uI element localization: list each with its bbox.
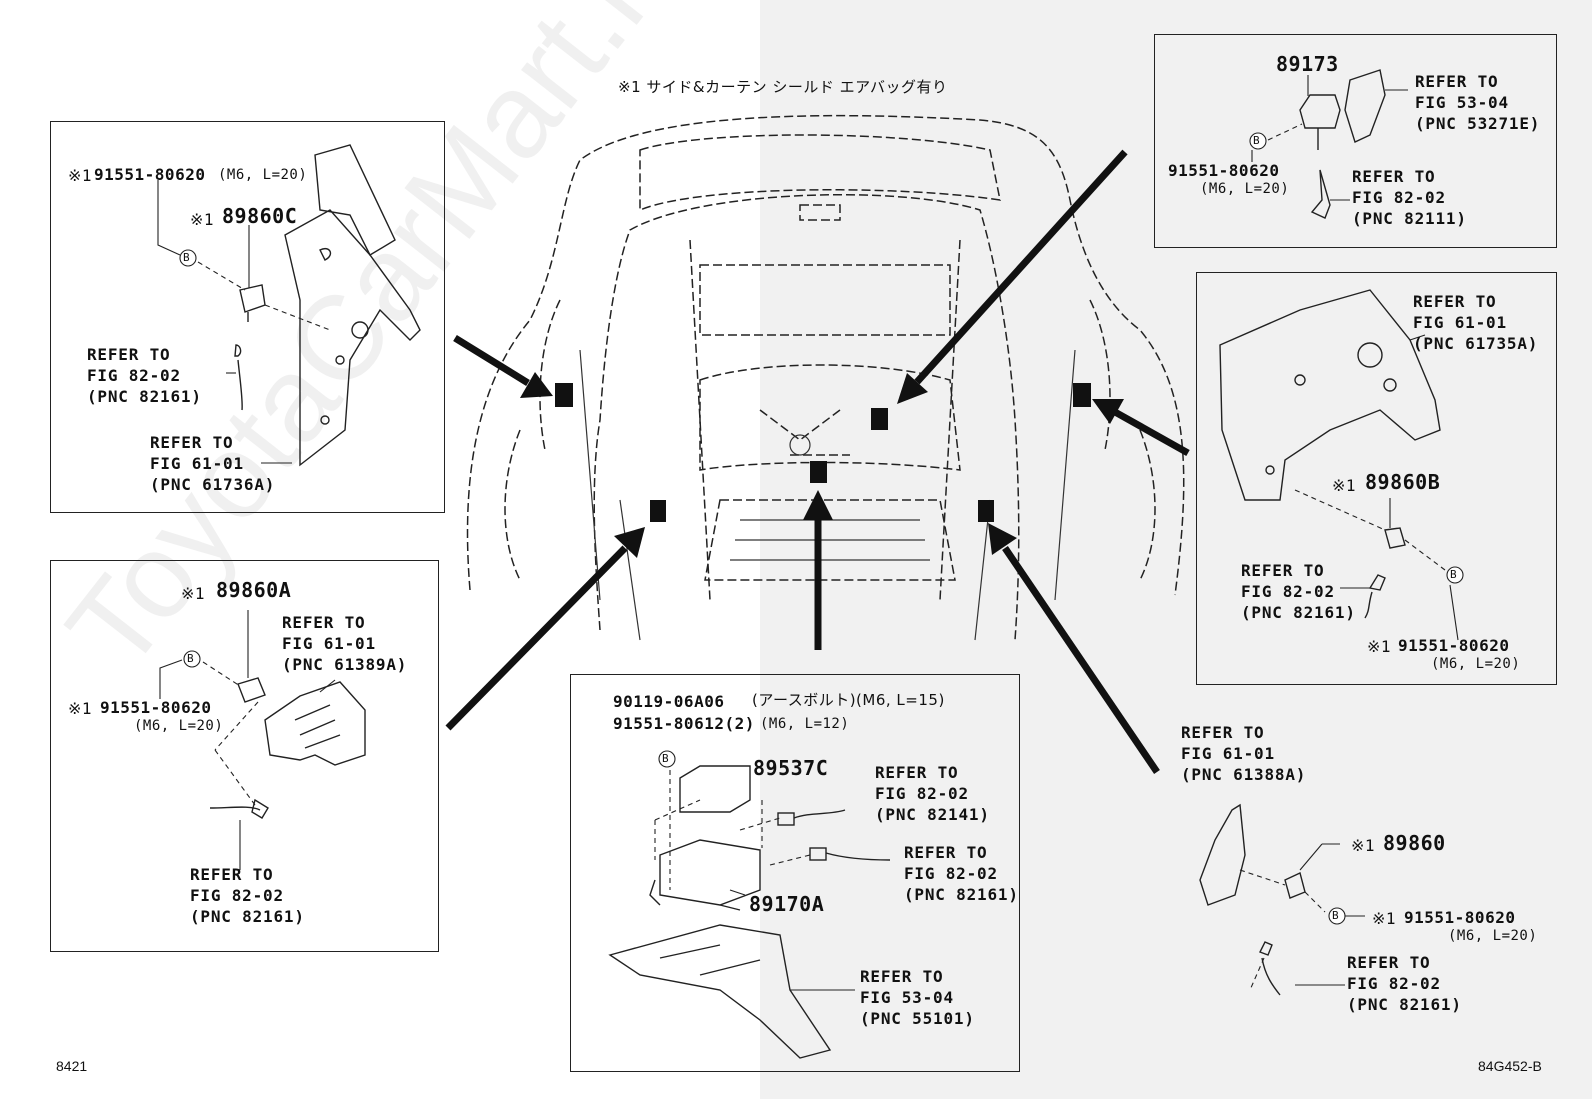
pillar-part-mid-right bbox=[1219, 289, 1441, 619]
impact-sensor-top-right bbox=[1299, 69, 1386, 219]
pointer-arrows bbox=[445, 149, 1190, 774]
bracket-part-bottom-left bbox=[209, 677, 366, 819]
panel-bottom-left bbox=[50, 560, 439, 952]
callout-b-top-left: B bbox=[183, 251, 191, 264]
leader-lines-center bbox=[654, 770, 855, 991]
illustration-code: 84G452-B bbox=[1478, 1058, 1542, 1074]
mr-sensor-part: 89860B bbox=[1365, 470, 1441, 494]
bl-sensor-part: 89860A bbox=[216, 578, 292, 602]
mr-bolt-spec: (M6, L=20) bbox=[1431, 656, 1521, 672]
br-bolt-part: 91551-80620 bbox=[1404, 908, 1516, 927]
callout-b-mid-right: B bbox=[1450, 568, 1458, 581]
background-shade bbox=[760, 0, 1592, 1099]
tr-bolt-part: 91551-80620 bbox=[1168, 161, 1280, 180]
vehicle-body-outline bbox=[466, 114, 1185, 641]
leader-lines-top-right bbox=[1251, 75, 1408, 201]
leader-lines-bottom-left bbox=[159, 610, 336, 870]
callout-b-bottom-left: B bbox=[187, 652, 195, 665]
panel-top-right bbox=[1154, 34, 1557, 248]
pillar-part-bottom-right bbox=[1199, 803, 1306, 996]
bl-bolt-part: 91551-80620 bbox=[100, 698, 212, 717]
tr-sensor-part: 89173 bbox=[1276, 52, 1339, 76]
bl-bolt-spec: (M6, L=20) bbox=[134, 718, 224, 734]
tl-bolt-mark: ※1 bbox=[68, 166, 93, 185]
c-bolt2-spec: (M6, L=12) bbox=[760, 716, 850, 732]
mr-bolt-part: 91551-80620 bbox=[1398, 636, 1510, 655]
sensor-markers bbox=[555, 383, 1091, 522]
br-bolt-spec: (M6, L=20) bbox=[1448, 928, 1538, 944]
panel-top-left bbox=[50, 121, 445, 513]
callout-b-bottom-right: B bbox=[1332, 909, 1340, 922]
panel-mid-right bbox=[1196, 272, 1557, 685]
c-cover-part: 89537C bbox=[753, 756, 829, 780]
figure-number: 8421 bbox=[56, 1058, 88, 1074]
leader-lines-top-left bbox=[157, 180, 331, 464]
pillar-part-top-left bbox=[234, 144, 421, 467]
br-bolt-mark: ※1 bbox=[1372, 909, 1397, 928]
bl-sensor-mark: ※1 bbox=[181, 584, 206, 603]
c-bolt1-part: 90119-06A06 bbox=[613, 692, 725, 711]
header-note: ※1 サイド&カーテン シールド エアバッグ有り bbox=[618, 78, 948, 96]
tl-bolt-spec: (M6, L=20) bbox=[218, 167, 308, 183]
tl-bolt-part: 91551-80620 bbox=[94, 165, 206, 184]
leader-lines-mid-right bbox=[1294, 334, 1459, 641]
c-module-part: 89170A bbox=[749, 892, 825, 916]
mr-bolt-mark: ※1 bbox=[1367, 637, 1392, 656]
tr-bolt-spec: (M6, L=20) bbox=[1200, 181, 1290, 197]
vehicle-detail-lines bbox=[579, 349, 1076, 641]
mr-sensor-mark: ※1 bbox=[1332, 476, 1357, 495]
callout-b-top-right: B bbox=[1253, 134, 1261, 147]
bl-bolt-mark: ※1 bbox=[68, 699, 93, 718]
c-bolt1-spec: (アースボルト)(M6, L=15) bbox=[752, 691, 945, 709]
br-sensor-part: 89860 bbox=[1383, 831, 1446, 855]
tl-sensor-part: 89860C bbox=[222, 204, 298, 228]
tl-sensor-mark: ※1 bbox=[190, 210, 215, 229]
c-bolt2-part: 91551-80612(2) bbox=[613, 714, 755, 733]
callout-b-center: B bbox=[662, 752, 670, 765]
br-sensor-mark: ※1 bbox=[1351, 836, 1376, 855]
callout-circles bbox=[179, 132, 1464, 925]
panel-center bbox=[570, 674, 1020, 1072]
leader-lines-bottom-right bbox=[1239, 843, 1365, 991]
